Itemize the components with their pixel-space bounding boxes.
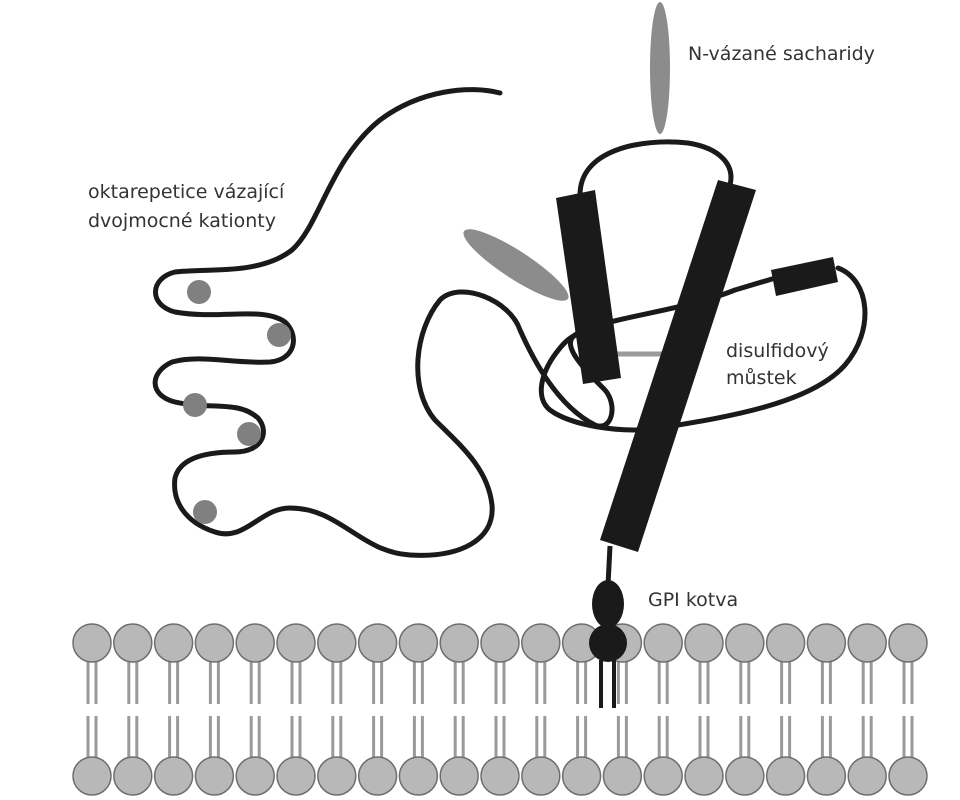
lipid-head bbox=[317, 623, 357, 663]
lipid-head bbox=[521, 623, 561, 663]
label-octarepeats-line1: oktarepetice vázající bbox=[88, 181, 285, 203]
lipid-head bbox=[643, 623, 683, 663]
lipid-head bbox=[194, 623, 235, 663]
lipid-head bbox=[113, 756, 153, 796]
lipid-head bbox=[725, 623, 765, 663]
lipid-head bbox=[521, 756, 561, 796]
lipid-head bbox=[357, 623, 398, 663]
cation-dot bbox=[193, 500, 217, 524]
lipid-head bbox=[561, 756, 602, 796]
n-terminal-chain bbox=[152, 87, 785, 558]
lipid-head bbox=[765, 623, 806, 663]
lipid-head bbox=[398, 623, 439, 663]
cation-dot bbox=[267, 323, 291, 347]
lipid-head bbox=[317, 756, 357, 796]
lipid-head bbox=[439, 756, 479, 796]
lipid-head bbox=[398, 756, 439, 796]
lipid-head bbox=[276, 756, 316, 796]
lipid-head bbox=[806, 756, 847, 796]
alpha-helix-1 bbox=[556, 190, 621, 384]
n-glycan-left bbox=[463, 229, 569, 301]
lipid-head bbox=[684, 756, 724, 796]
n-glycan-top bbox=[650, 2, 670, 134]
cation-dot bbox=[187, 280, 211, 304]
lipid-head bbox=[480, 623, 520, 663]
lipid-heads-inner-leaflet bbox=[72, 756, 928, 796]
lipid-head bbox=[725, 756, 765, 796]
lipid-head bbox=[847, 756, 887, 796]
lipid-head bbox=[480, 756, 520, 796]
lipid-head bbox=[684, 623, 724, 663]
lipid-head bbox=[153, 756, 194, 796]
lipid-heads-outer-leaflet bbox=[72, 623, 928, 663]
lipid-head bbox=[806, 623, 847, 663]
label-disulfide-line1: disulfidový bbox=[726, 340, 829, 362]
helix-connecting-loop bbox=[577, 139, 734, 198]
cation-dot bbox=[183, 393, 207, 417]
label-octarepeats-line2: dvojmocné kationty bbox=[88, 210, 276, 232]
lipid-head bbox=[357, 756, 398, 796]
lipid-head bbox=[153, 623, 194, 663]
lipid-head bbox=[888, 623, 928, 663]
lipid-head bbox=[235, 623, 275, 663]
lipid-head bbox=[235, 756, 275, 796]
cation-dot bbox=[237, 422, 261, 446]
lipid-head bbox=[194, 756, 235, 796]
alpha-helix-2-and-3 bbox=[600, 180, 756, 552]
lipid-head bbox=[888, 756, 928, 796]
label-disulfide-line2: můstek bbox=[726, 367, 797, 389]
lipid-head bbox=[72, 756, 112, 796]
beta-strand bbox=[771, 257, 838, 296]
gpi-linker bbox=[605, 545, 613, 586]
lipid-head bbox=[113, 623, 153, 663]
lipid-bilayer bbox=[72, 623, 928, 796]
lipid-tails bbox=[86, 662, 914, 757]
gpi-anchor-head bbox=[592, 580, 624, 628]
lipid-head bbox=[72, 623, 112, 663]
label-n-glycans: N-vázané sacharidy bbox=[688, 43, 875, 65]
label-gpi-anchor: GPI kotva bbox=[648, 589, 739, 611]
lipid-head bbox=[765, 756, 806, 796]
lipid-head bbox=[602, 756, 643, 796]
lipid-head bbox=[847, 623, 887, 663]
gpi-anchor-lipid-head bbox=[589, 624, 627, 662]
lipid-head bbox=[276, 623, 316, 663]
lipid-head bbox=[643, 756, 683, 796]
lipid-head bbox=[439, 623, 479, 663]
